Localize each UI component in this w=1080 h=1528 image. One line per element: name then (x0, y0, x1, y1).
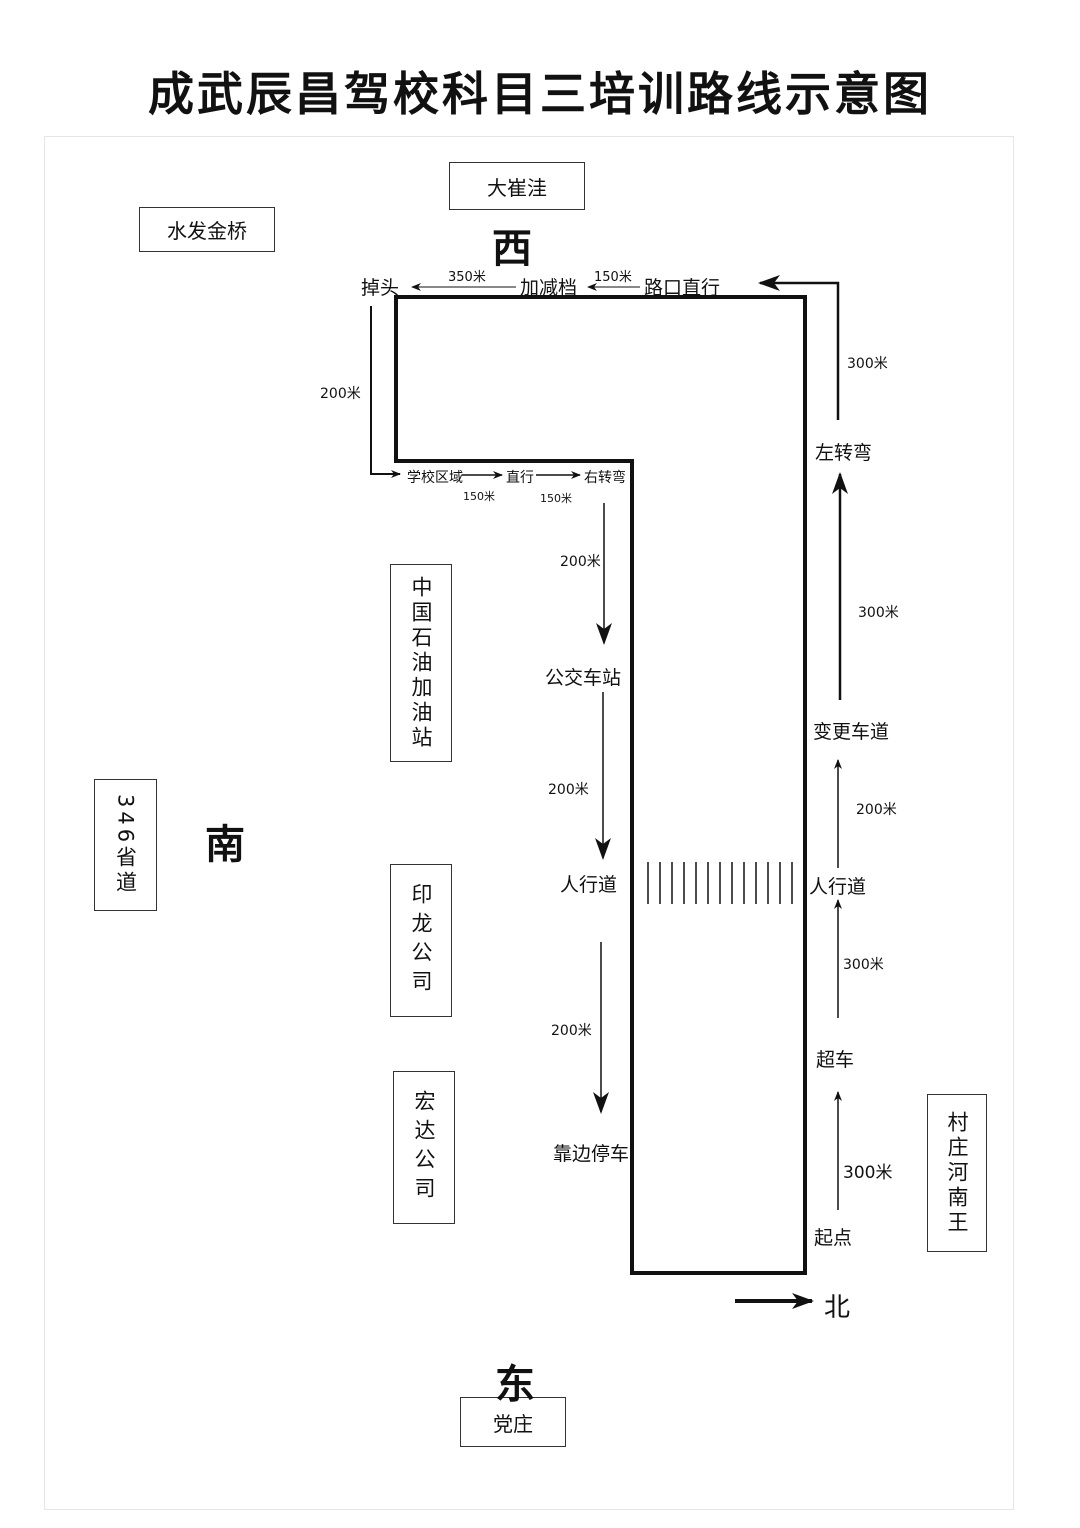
distance-straight-right: 150米 (540, 492, 572, 505)
landmark-label: 水发金桥 (167, 219, 247, 243)
direction-east: 东 (495, 1362, 535, 1408)
map-title: 成武辰昌驾校科目三培训路线示意图 (148, 67, 932, 121)
label-bus-stop: 公交车站 (545, 667, 622, 689)
landmark-label: 印龙公司 (409, 882, 433, 999)
label-overtake: 超车 (816, 1049, 855, 1071)
direction-south: 南 (205, 822, 245, 868)
route-arrows-right (758, 275, 848, 1210)
road-outline (394, 295, 807, 1275)
landmark-label: 党庄 (493, 1411, 533, 1436)
landmark-label: 村庄河南王 (945, 1110, 969, 1236)
label-intersection: 路口直行 (644, 277, 721, 299)
distance-intersection-gear: 150米 (594, 270, 632, 285)
crosswalk-stripes (647, 862, 793, 904)
distance-right-bus: 200米 (560, 554, 601, 570)
landmark-label: 大崔洼 (487, 175, 547, 200)
label-lane-change: 变更车道 (813, 721, 890, 743)
landmark-hongda: 宏达公司 (393, 1071, 455, 1224)
label-u-turn: 掉头 (361, 277, 400, 299)
route-arrows-left (593, 503, 612, 1114)
distance-left-intersection: 300米 (847, 356, 888, 372)
route-arrows-school (370, 306, 581, 479)
label-start: 起点 (814, 1227, 853, 1249)
landmark-village: 村庄河南王 (927, 1094, 987, 1252)
direction-west: 西 (492, 226, 532, 272)
landmark-label: 中国石油加油站 (409, 575, 433, 751)
label-left-turn: 左转弯 (815, 442, 873, 464)
distance-start-overtake: 300米 (843, 1163, 893, 1183)
label-crosswalk-right: 人行道 (809, 876, 867, 898)
landmark-yinlong: 印龙公司 (390, 864, 452, 1017)
label-right-turn: 右转弯 (584, 470, 626, 486)
distance-school-straight: 150米 (463, 490, 495, 503)
label-straight: 直行 (506, 470, 534, 486)
landmark-dacuiwa: 大崔洼 (449, 162, 585, 210)
label-crosswalk-left: 人行道 (560, 874, 618, 896)
landmark-dangzhuang: 党庄 (460, 1397, 566, 1447)
label-pull-over: 靠边停车 (553, 1143, 630, 1165)
landmark-gas-station: 中国石油加油站 (390, 564, 452, 762)
distance-gear-uturn: 350米 (448, 270, 486, 285)
map-frame (44, 136, 1014, 1510)
landmark-provincial-road: 346省道 (94, 779, 157, 911)
distance-bus-crosswalk: 200米 (548, 782, 589, 798)
landmark-label: 346省道 (113, 793, 138, 897)
distance-uturn-school: 200米 (320, 386, 361, 402)
landmark-shuifa: 水发金桥 (139, 207, 275, 252)
distance-overtake-crosswalk: 300米 (843, 957, 884, 973)
landmark-label: 宏达公司 (412, 1089, 436, 1206)
distance-crosswalk-lane: 200米 (856, 802, 897, 818)
direction-north: 北 (824, 1293, 851, 1323)
distance-crosswalk-pull: 200米 (551, 1023, 592, 1039)
distance-lane-left: 300米 (858, 605, 899, 621)
label-gear: 加减档 (520, 277, 578, 299)
label-school-zone: 学校区域 (407, 470, 463, 486)
